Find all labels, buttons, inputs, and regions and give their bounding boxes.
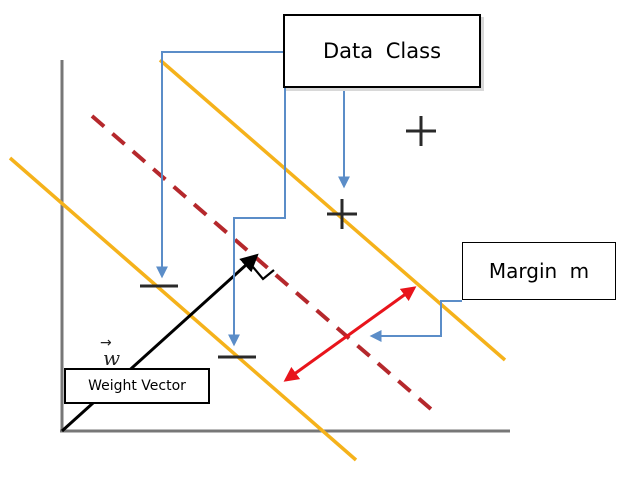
- margin-label-box: Margin m: [462, 242, 616, 300]
- callout-to-minus-left: [156, 51, 285, 279]
- w-vector-arrow-glyph: →: [100, 335, 112, 351]
- callout-to-minus-bottom: [228, 88, 286, 347]
- w-vector-symbol: w: [103, 346, 121, 370]
- lower-margin-boundary: [8, 156, 358, 462]
- data-class-label-box: Data Class: [283, 14, 481, 88]
- plus-marker-top: [406, 116, 436, 146]
- data-class-callouts: [156, 51, 350, 347]
- weight-vector-label-box: Weight Vector: [64, 368, 210, 404]
- upper-margin-boundary: [158, 58, 507, 362]
- weight-vector-arrow: [60, 253, 259, 433]
- margin-label: Margin m: [488, 259, 590, 283]
- margin-arrow: [283, 286, 417, 382]
- decision-hyperplane: [90, 114, 434, 412]
- right-angle-marker: [252, 266, 275, 281]
- data-class-label: Data Class: [322, 39, 442, 63]
- weight-vector-label: Weight Vector: [88, 378, 186, 394]
- axes: [60, 60, 510, 433]
- margin-callout: [369, 300, 462, 342]
- plus-marker-on-boundary: [327, 199, 357, 229]
